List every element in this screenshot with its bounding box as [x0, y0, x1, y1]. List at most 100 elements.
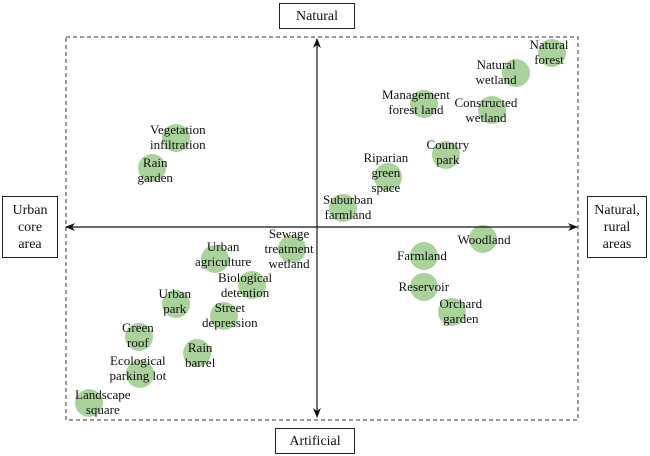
item-dot	[410, 242, 438, 270]
item-label-line: infiltration	[150, 137, 206, 152]
axis-label-natural: Natural	[279, 3, 355, 29]
item-label-line: depression	[202, 315, 258, 330]
item-label-line: Rain	[142, 155, 168, 170]
axis-right-line: areas	[602, 236, 632, 252]
item-label-line: wetland	[465, 110, 507, 125]
item-label-line: Rain	[187, 340, 213, 355]
item-dot	[278, 235, 306, 263]
item-label-line: garden	[137, 170, 173, 185]
item-label-line: forest	[534, 52, 564, 67]
item-label-line: Constructed	[454, 95, 518, 110]
item-dot	[138, 154, 166, 182]
item-dot	[201, 245, 229, 273]
item-label: Reservoir	[399, 279, 450, 294]
item-label-line: Urban	[206, 239, 240, 254]
item-label-line: roof	[127, 335, 149, 350]
axis-label-natural-rural-areas: Natural, rural areas	[587, 196, 647, 258]
item-label-line: Vegetation	[150, 122, 206, 137]
item-label-line: Suburban	[323, 192, 373, 207]
item-label-line: park	[436, 152, 460, 167]
item-label-line: forest land	[388, 102, 444, 117]
item-label-line: parking lot	[109, 368, 167, 383]
axis-label-artificial: Artificial	[275, 428, 355, 454]
item-label-line: Urban	[158, 286, 192, 301]
item-label-line: farmland	[324, 207, 372, 222]
item-label: Woodland	[458, 232, 511, 247]
item-label-line: Street	[214, 300, 245, 315]
item-label-line: green	[371, 164, 401, 180]
item-label-line: Woodland	[457, 231, 511, 247]
item-label-line: space	[371, 179, 401, 195]
axis-label-urban-core-area: Urban core area	[2, 196, 58, 258]
item-label-line: Riparian	[363, 149, 409, 165]
item-dot	[410, 90, 438, 118]
dot-layer	[75, 39, 566, 417]
item-label-line: wetland	[268, 255, 310, 271]
item-label-line: Green	[122, 320, 154, 335]
item-label-line: Country	[426, 137, 470, 152]
item-dot	[75, 389, 103, 417]
item-dot	[125, 323, 153, 351]
item-label-line: Natural	[476, 57, 516, 72]
axis-left-line: area	[18, 236, 42, 252]
item-label-line: Orchard	[439, 296, 483, 311]
item-label-line: wetland	[475, 72, 517, 87]
item-label-line: detention	[220, 285, 270, 300]
item-label-line: Farmland	[397, 247, 447, 263]
item-label-line: park	[163, 301, 187, 316]
item-label-line: Sewage	[268, 225, 310, 241]
item-label-line: agriculture	[195, 254, 252, 269]
item-dot	[374, 163, 402, 191]
item-dot	[162, 124, 190, 152]
item-dot	[410, 273, 438, 301]
item-label-line: barrel	[185, 355, 216, 370]
item-dot	[469, 225, 497, 253]
item-label-line: Landscape	[75, 387, 131, 402]
item-label-line: treatment	[264, 240, 314, 256]
item-label-line: Management	[382, 87, 450, 102]
item-label-line: garden	[443, 311, 479, 326]
axis-right-line: Natural,	[594, 202, 640, 218]
axis-left-line: Urban	[12, 202, 48, 218]
item-dot	[183, 339, 211, 367]
item-label-line: square	[85, 402, 120, 417]
axis-right-line: rural	[603, 219, 631, 235]
item-dot	[126, 360, 154, 388]
item-dot	[478, 96, 506, 124]
item-dot	[502, 59, 530, 87]
item-dot	[432, 141, 460, 169]
item-dot	[438, 298, 466, 326]
item-label: Farmland	[397, 248, 447, 263]
item-label-line: Natural	[529, 37, 569, 52]
item-dot	[538, 39, 566, 67]
item-label-line: Biological	[218, 270, 273, 285]
item-dot	[238, 271, 266, 299]
item-dot	[210, 302, 238, 330]
item-dot	[329, 194, 357, 222]
item-dot	[162, 290, 190, 318]
axis-left-line: core	[17, 219, 43, 235]
item-label-line: Ecological	[110, 353, 166, 368]
item-label-line: Reservoir	[398, 278, 450, 294]
